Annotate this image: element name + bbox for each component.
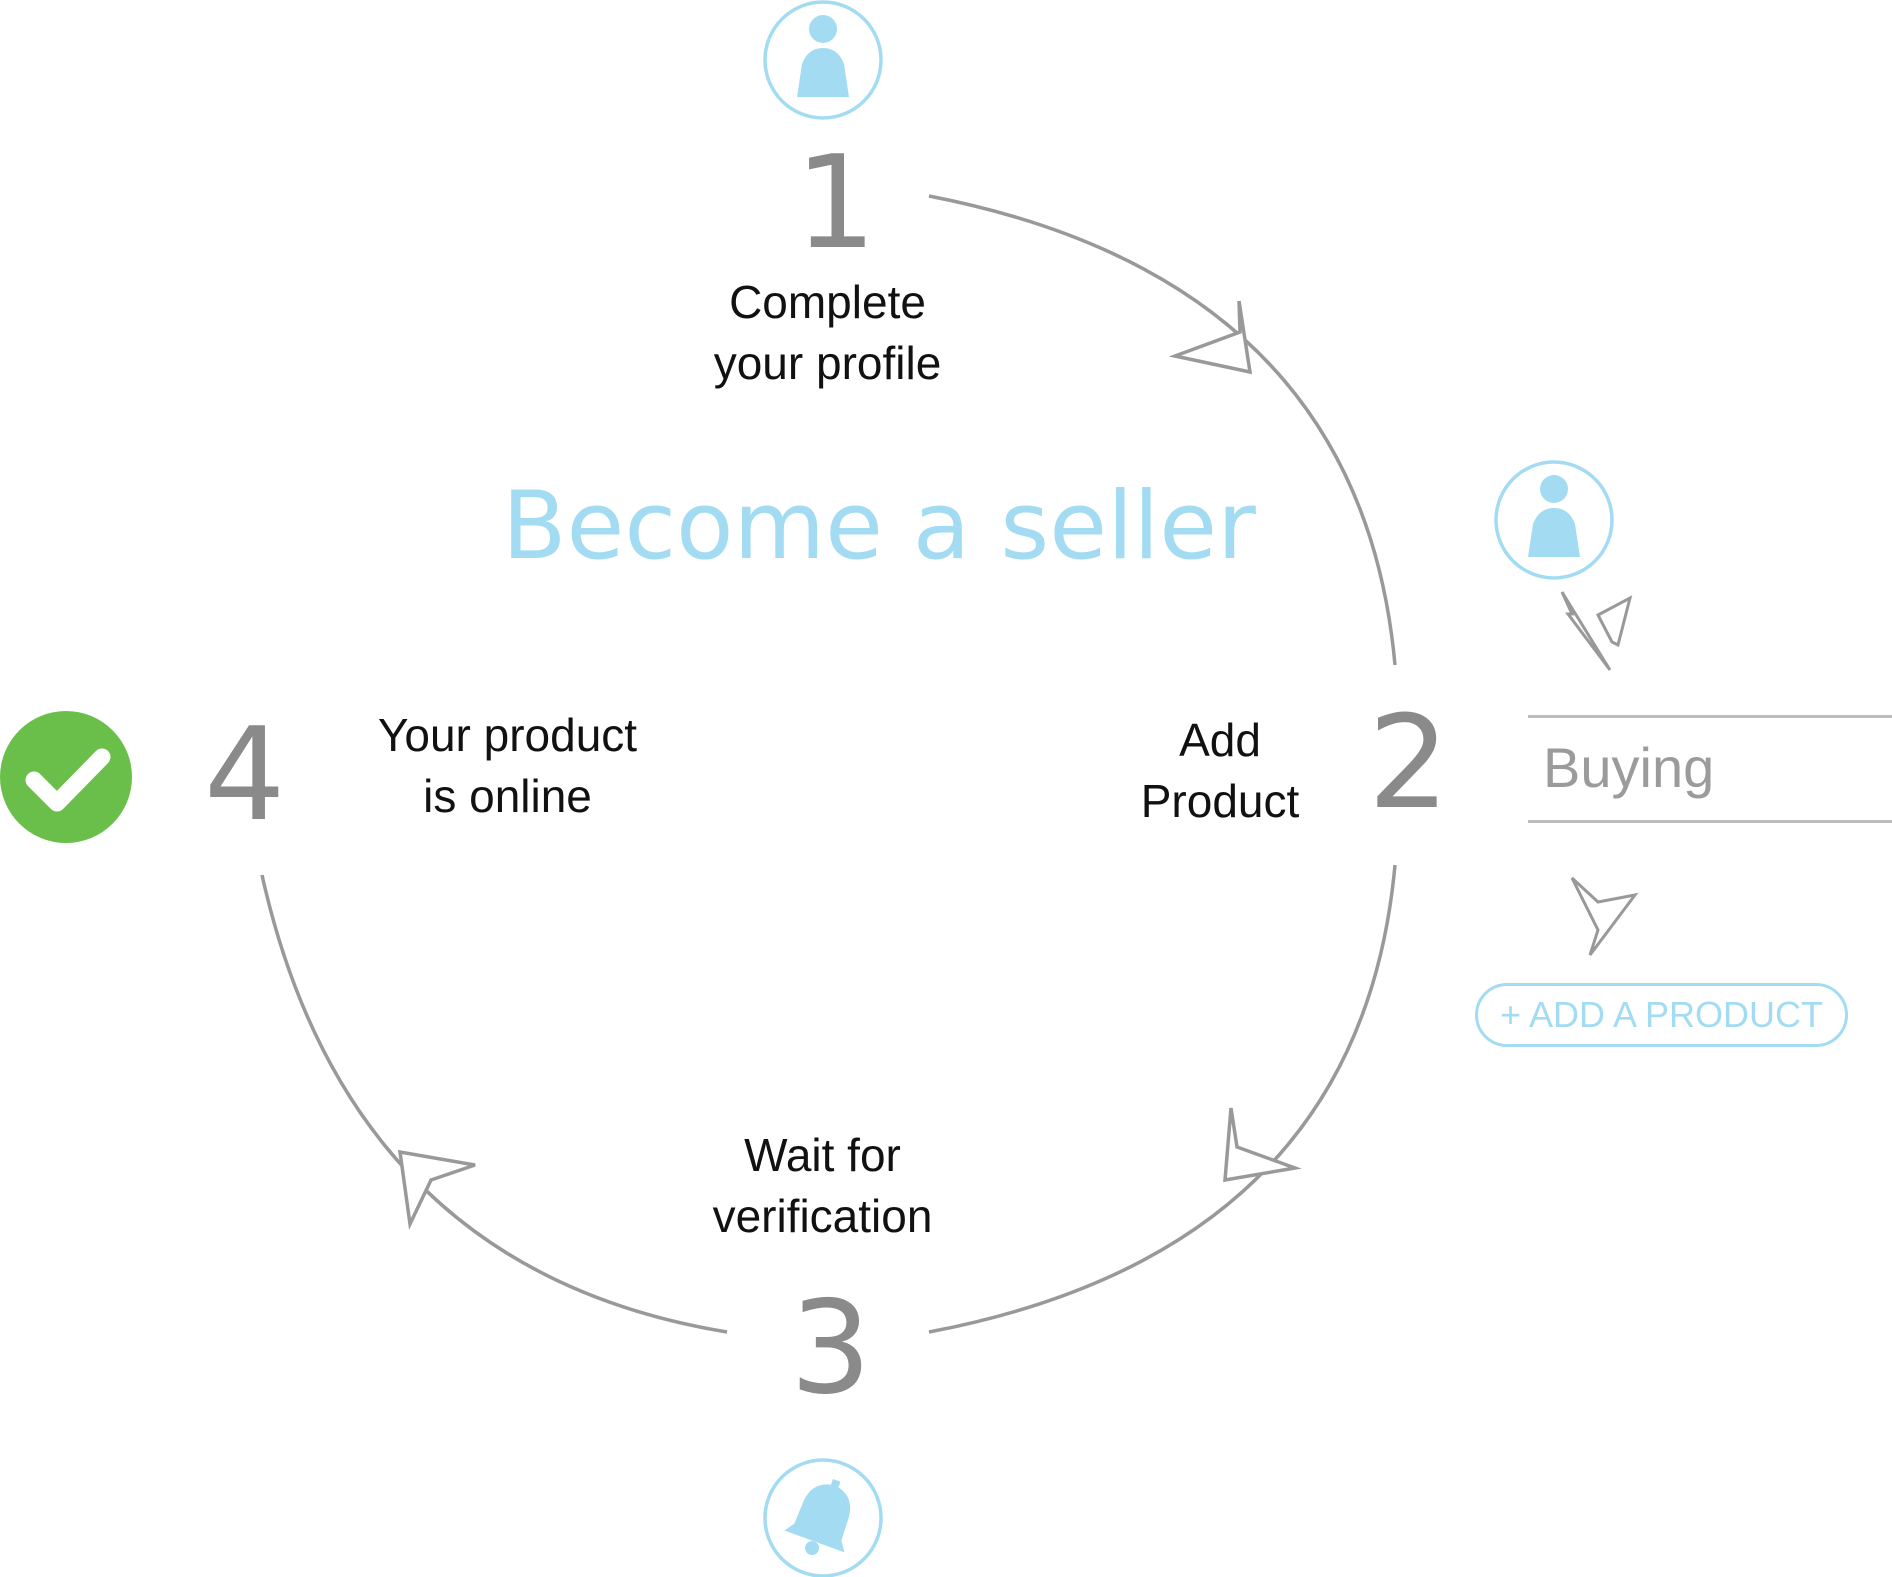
step-label-1-line1: Complete [729,276,926,328]
step-number-1: 1 [795,129,877,278]
step-label-2: Add Product [1125,710,1315,832]
step-label-4-line2: is online [423,770,592,822]
step-label-2-line1: Add [1179,714,1261,766]
arrowhead-step3-to-step4 [397,1149,476,1231]
arc-step3-to-step4 [260,874,728,1334]
arc-step1-to-step2 [928,194,1397,666]
step-label-3-line2: verification [712,1190,933,1242]
side-arrow-1-head [1595,595,1633,648]
side-arrow-1 [1560,591,1612,671]
diagram-title: Become a seller [502,472,1256,581]
side-user-icon [1494,460,1614,580]
buying-field-top-line [1528,715,1892,718]
step-number-4: 4 [204,701,286,850]
step-label-3-line1: Wait for [744,1129,901,1181]
step-label-1: Complete your profile [700,272,955,394]
step-label-4-line1: Your product [377,709,638,761]
step-number-2: 2 [1368,689,1450,838]
arrowhead-step1-to-step2 [1168,300,1253,375]
buying-field-bottom-line [1528,820,1892,823]
check-icon [0,711,132,843]
arc-step2-to-step3 [928,864,1397,1334]
user-icon [763,0,883,120]
add-product-button[interactable]: + ADD A PRODUCT [1475,983,1848,1047]
side-arrow-2 [1570,876,1639,956]
step-label-3: Wait for verification [700,1125,945,1247]
buying-field-text: Buying [1543,736,1715,799]
step-label-1-line2: your profile [713,337,942,389]
step-number-3: 3 [790,1274,872,1423]
arrowhead-step2-to-step3 [1223,1107,1302,1183]
step-label-4: Your product is online [360,705,655,827]
step-label-2-line2: Product [1140,775,1300,827]
bell-icon [763,1458,883,1577]
